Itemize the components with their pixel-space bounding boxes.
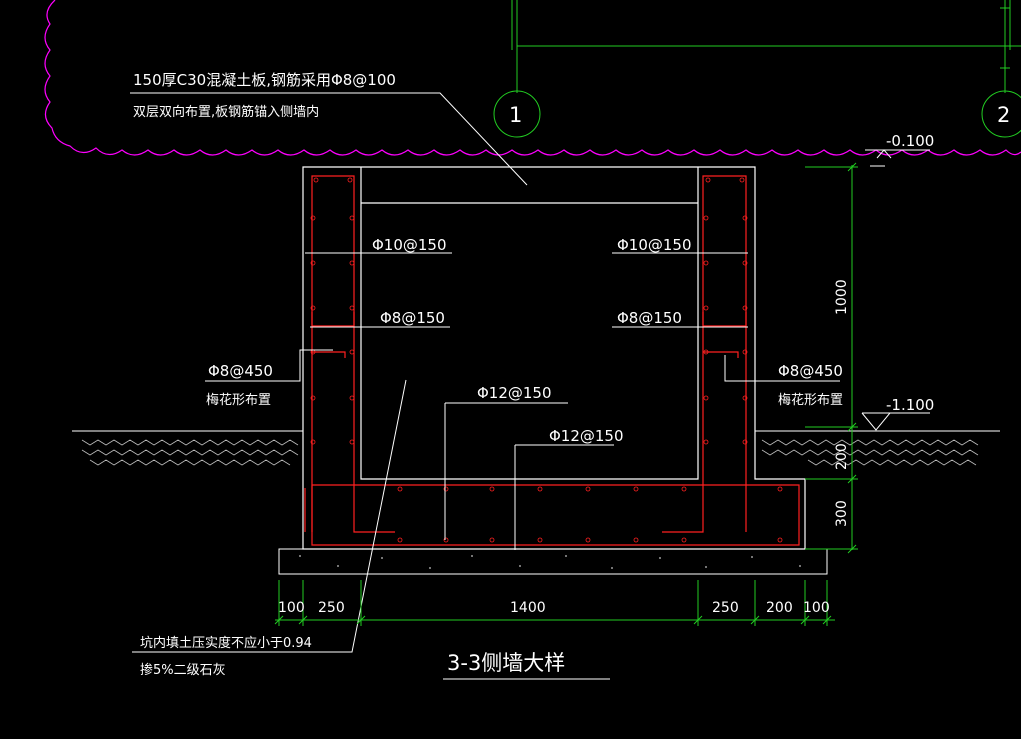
axis-label-1: 1	[509, 103, 522, 127]
grid-axes	[493, 0, 1021, 138]
rebar	[304, 175, 800, 546]
dim-h-250-left: 250	[318, 600, 345, 616]
rebar-label-left-vertical: Φ10@150	[372, 236, 447, 254]
cushion-dots	[299, 555, 801, 569]
rebar-dots	[310, 177, 783, 543]
horizontal-dimensions	[274, 580, 835, 626]
concrete-outline	[302, 166, 806, 550]
level-top-label: -0.100	[886, 132, 934, 150]
rebar-label-base-top: Φ12@150	[477, 384, 552, 402]
rebar-label-right-tie-note: 梅花形布置	[778, 392, 843, 408]
dim-h-200: 200	[766, 600, 793, 616]
rebar-label-right-tie: Φ8@450	[778, 362, 843, 380]
dim-v-200: 200	[834, 443, 850, 470]
dim-h-1400: 1400	[510, 600, 546, 616]
rebar-label-right-horizontal: Φ8@150	[617, 309, 682, 327]
vertical-dimensions	[805, 162, 858, 554]
slab-note-line1: 150厚C30混凝土板,钢筋采用Φ8@100	[133, 71, 396, 89]
rebar-label-base-bottom: Φ12@150	[549, 427, 624, 445]
revision-cloud	[44, 0, 1021, 156]
dim-h-250-right: 250	[712, 600, 739, 616]
level-ground-label: -1.100	[886, 396, 934, 414]
level-markers	[861, 149, 930, 431]
rebar-label-right-vertical: Φ10@150	[617, 236, 692, 254]
dim-v-300: 300	[834, 500, 850, 527]
backfill-note-line2: 掺5%二级石灰	[140, 662, 226, 678]
dim-h-100-right: 100	[803, 600, 830, 616]
soil-hatch-right	[761, 439, 979, 466]
dim-h-100-left: 100	[278, 600, 305, 616]
backfill-note-line1: 坑内填土压实度不应小于0.94	[140, 635, 312, 651]
rebar-label-left-tie: Φ8@450	[208, 362, 273, 380]
rebar-label-left-horizontal: Φ8@150	[380, 309, 445, 327]
drawing-title: 3-3侧墙大样	[447, 651, 565, 675]
slab-note-line2: 双层双向布置,板钢筋锚入侧墙内	[133, 104, 319, 120]
axis-label-2: 2	[997, 103, 1010, 127]
dim-v-1000: 1000	[834, 279, 850, 315]
rebar-label-left-tie-note: 梅花形布置	[206, 392, 271, 408]
cushion-layer	[278, 548, 828, 575]
leader-lines	[130, 92, 840, 653]
soil-hatch-left	[81, 439, 299, 466]
